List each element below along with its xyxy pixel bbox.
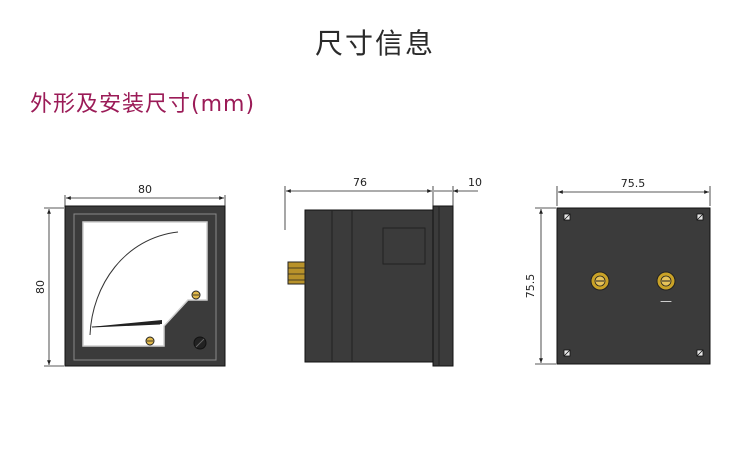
depth-label: 76 bbox=[353, 176, 367, 189]
corner-screw bbox=[696, 349, 704, 357]
bezel-label: 10 bbox=[468, 176, 482, 189]
front-width-label: 80 bbox=[138, 183, 152, 196]
front-view: 80 80 bbox=[34, 183, 226, 367]
rear-height-label: 75.5 bbox=[524, 274, 537, 299]
rear-plate bbox=[556, 207, 711, 365]
rear-view: 75.5 75.5 — bbox=[524, 177, 711, 365]
corner-screw bbox=[696, 213, 704, 221]
side-view: 76 10 bbox=[284, 176, 482, 367]
terminal-negative bbox=[656, 271, 676, 291]
side-window bbox=[382, 227, 426, 265]
section-title: 外形及安装尺寸(mm) bbox=[30, 92, 256, 117]
pointer-needle bbox=[90, 320, 162, 327]
corner-screw bbox=[563, 349, 571, 357]
page-title: 尺寸信息 bbox=[314, 27, 435, 60]
corner-screw bbox=[563, 213, 571, 221]
front-bezel-edge bbox=[432, 205, 454, 367]
rear-width-label: 75.5 bbox=[621, 177, 646, 190]
terminal-positive bbox=[590, 271, 610, 291]
front-height-label: 80 bbox=[34, 280, 47, 294]
scale-arc bbox=[89, 231, 179, 336]
negative-sign: — bbox=[660, 294, 672, 308]
terminal-stud bbox=[287, 261, 306, 285]
dial-window bbox=[82, 221, 208, 347]
